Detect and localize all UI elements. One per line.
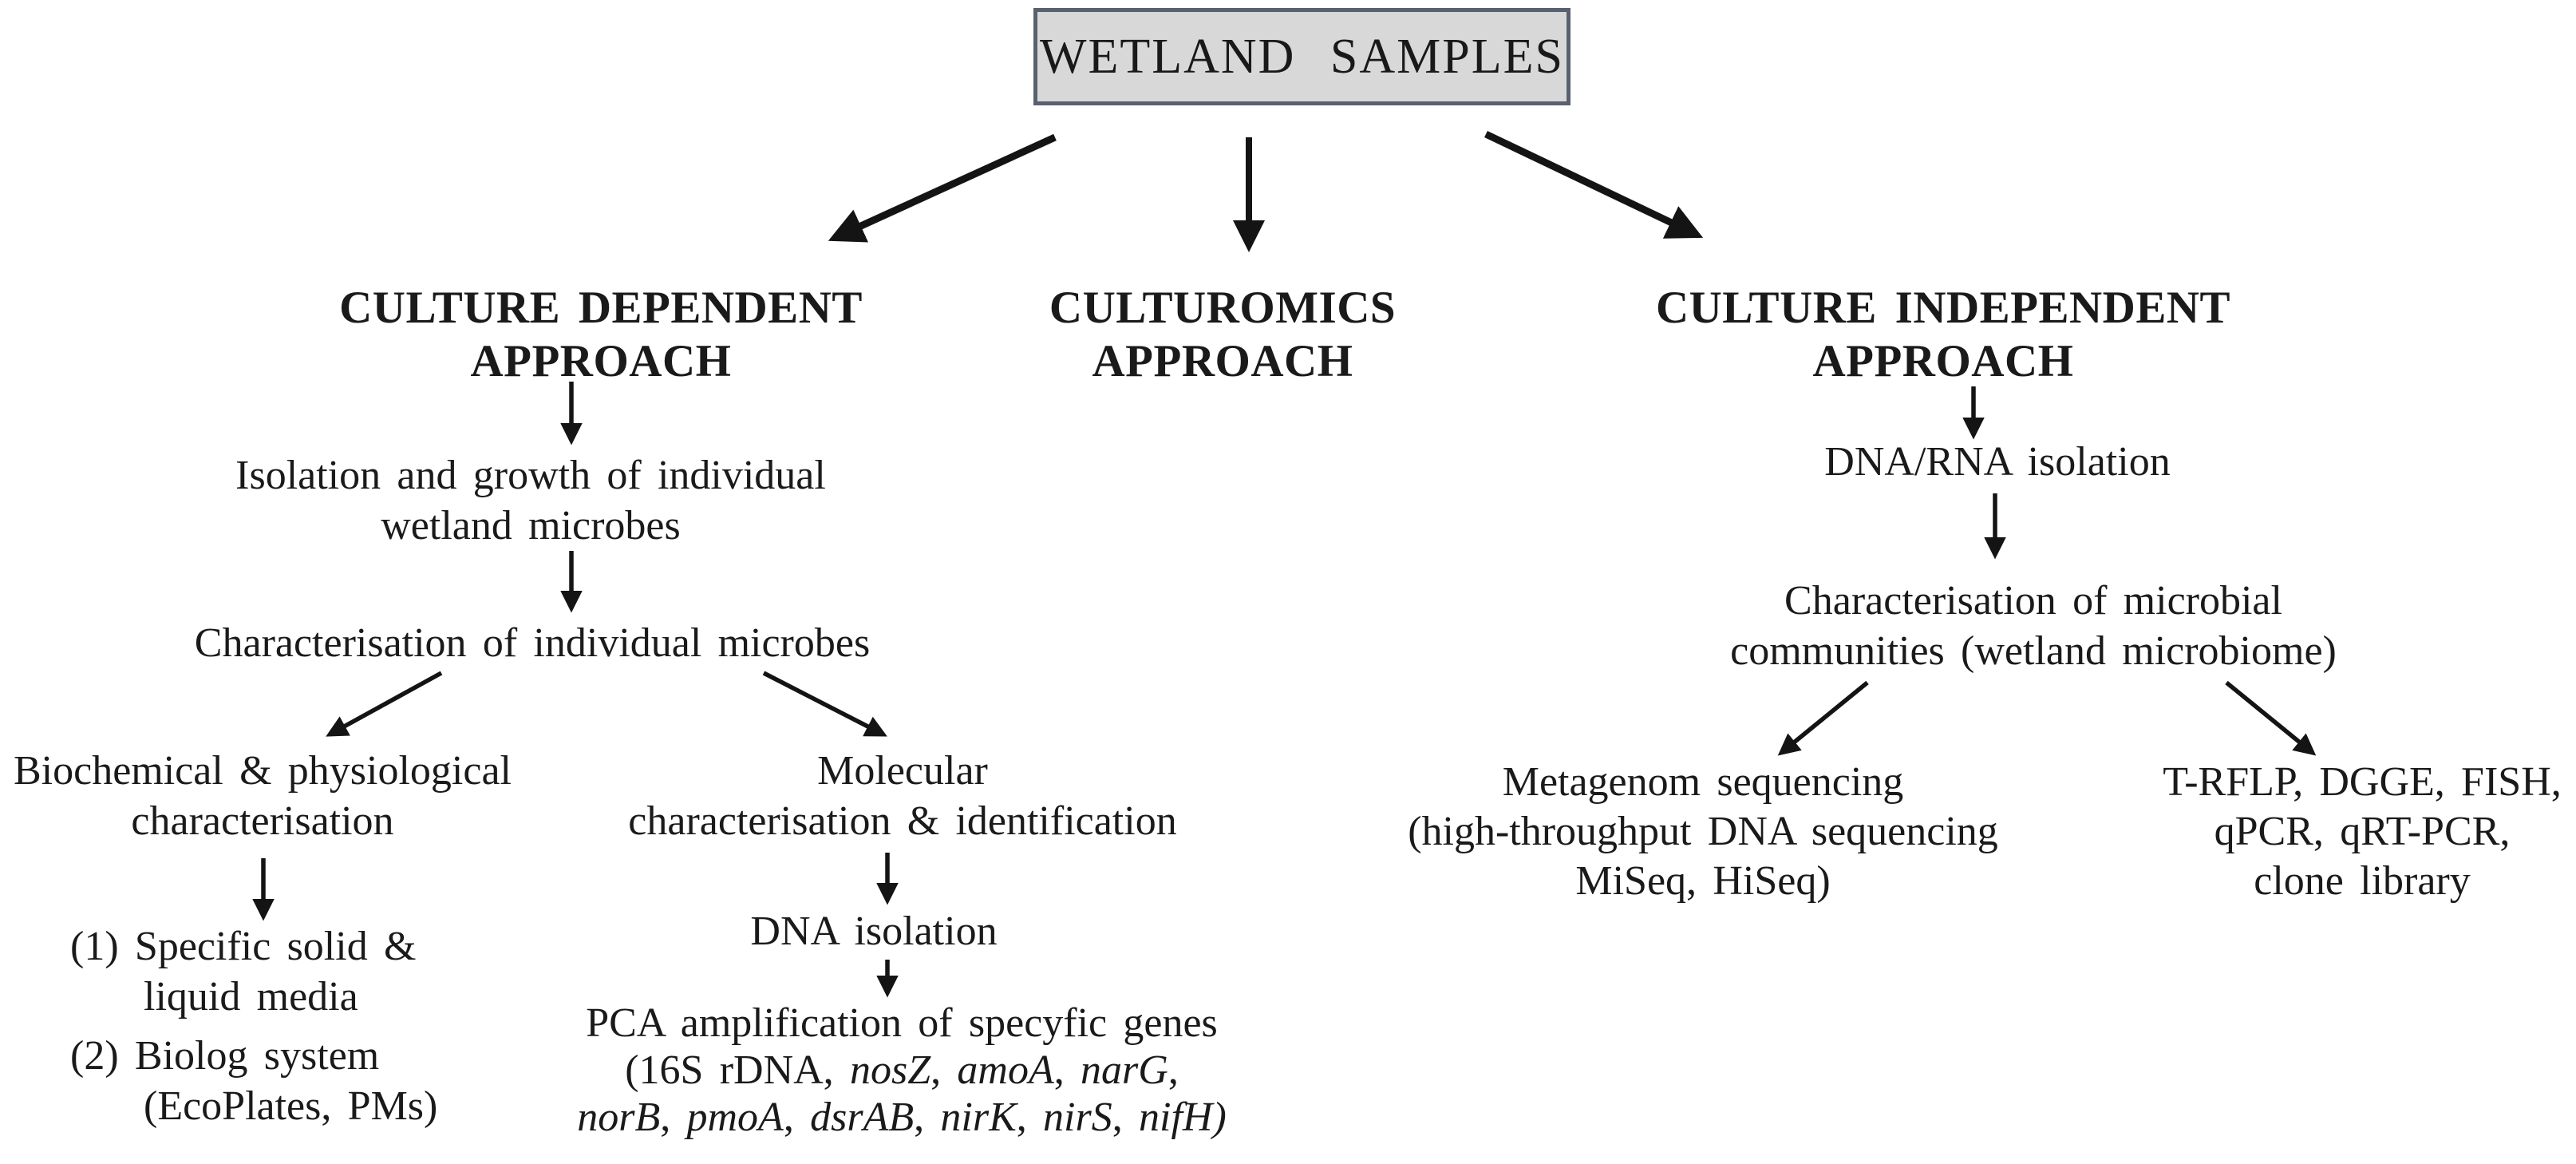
heading-line: CULTUROMICS — [1049, 283, 1397, 333]
node-line-gene-list: (16S rDNA, nosZ, amoA, narG, — [625, 1047, 1179, 1093]
heading-line: CULTURE DEPENDENT — [339, 283, 863, 333]
root-node-label: WETLAND SAMPLES — [1039, 29, 1565, 84]
node-molecular-characterisation: Molecular characterisation & identificat… — [628, 746, 1176, 846]
node-dna-isolation: DNA isolation — [750, 906, 997, 956]
node-line: (high-throughput DNA sequencing — [1408, 809, 1998, 854]
node-line: Isolation and growth of individual — [235, 453, 826, 498]
node-methods-list: (1) Specific solid & liquid media (2) Bi… — [70, 921, 437, 1131]
list-item-line: (2) Biolog system — [70, 1033, 380, 1079]
heading-line: APPROACH — [470, 336, 732, 386]
node-line: Metagenom sequencing — [1502, 759, 1904, 805]
node-line: DNA/RNA isolation — [1824, 439, 2171, 485]
heading-line: CULTURE INDEPENDENT — [1655, 283, 2231, 333]
node-biochemical-physiological: Biochemical & physiological characterisa… — [14, 746, 512, 846]
arrow-root-to-dependent — [828, 133, 1057, 243]
node-line: communities (wetland microbiome) — [1730, 628, 2337, 674]
root-node-wetland-samples: WETLAND SAMPLES — [1033, 8, 1570, 105]
node-line: qPCR, qRT-PCR, — [2214, 809, 2511, 854]
list-item-line: liquid media — [144, 974, 358, 1019]
node-characterisation-individual: Characterisation of individual microbes — [195, 618, 870, 668]
arrow-communities-to-metagenome — [1777, 680, 1869, 756]
node-line: characterisation — [131, 798, 394, 844]
node-line: DNA isolation — [750, 909, 998, 954]
node-line: Characterisation of microbial — [1784, 578, 2282, 624]
node-pca-amplification: PCA amplification of specyfic genes (16S… — [577, 1000, 1227, 1141]
node-metagenome-sequencing: Metagenom sequencing (high-throughput DN… — [1408, 758, 1998, 906]
node-line: characterisation & identification — [628, 798, 1177, 844]
node-microbial-communities: Characterisation of microbial communitie… — [1730, 576, 2337, 676]
heading-line: APPROACH — [1812, 336, 2074, 386]
arrow-root-to-independent — [1484, 130, 1704, 239]
heading-culture-dependent-approach: CULTURE DEPENDENT APPROACH — [339, 281, 863, 388]
arrow-communities-to-fingerprinting — [2225, 680, 2317, 756]
list-item-line: (1) Specific solid & — [70, 924, 417, 969]
node-line: MiSeq, HiSeq) — [1575, 858, 1831, 904]
list-item-line: (EcoPlates, PMs) — [144, 1083, 438, 1129]
node-line: Biochemical & physiological — [14, 748, 512, 794]
heading-culture-independent-approach: CULTURE INDEPENDENT APPROACH — [1656, 281, 2230, 388]
node-line: PCA amplification of specyfic genes — [586, 1000, 1218, 1046]
arrow-characterisation-to-molecular — [762, 671, 887, 737]
node-line: Characterisation of individual microbes — [194, 620, 871, 666]
node-line: clone library — [2254, 858, 2471, 904]
node-line: wetland microbes — [381, 503, 681, 548]
node-line-gene-list: norB, pmoA, dsrAB, nirK, nirS, nifH) — [577, 1095, 1227, 1140]
heading-line: APPROACH — [1092, 336, 1353, 386]
node-line: T-RFLP, DGGE, FISH, — [2163, 759, 2562, 805]
node-fingerprinting-methods: T-RFLP, DGGE, FISH, qPCR, qRT-PCR, clone… — [2163, 758, 2562, 906]
node-isolation-growth: Isolation and growth of individual wetla… — [235, 450, 826, 551]
heading-culturomics-approach: CULTUROMICS APPROACH — [1049, 281, 1396, 388]
node-dna-rna-isolation: DNA/RNA isolation — [1824, 437, 2170, 487]
node-line: Molecular — [817, 748, 988, 794]
arrow-characterisation-to-biochemical — [326, 671, 443, 737]
